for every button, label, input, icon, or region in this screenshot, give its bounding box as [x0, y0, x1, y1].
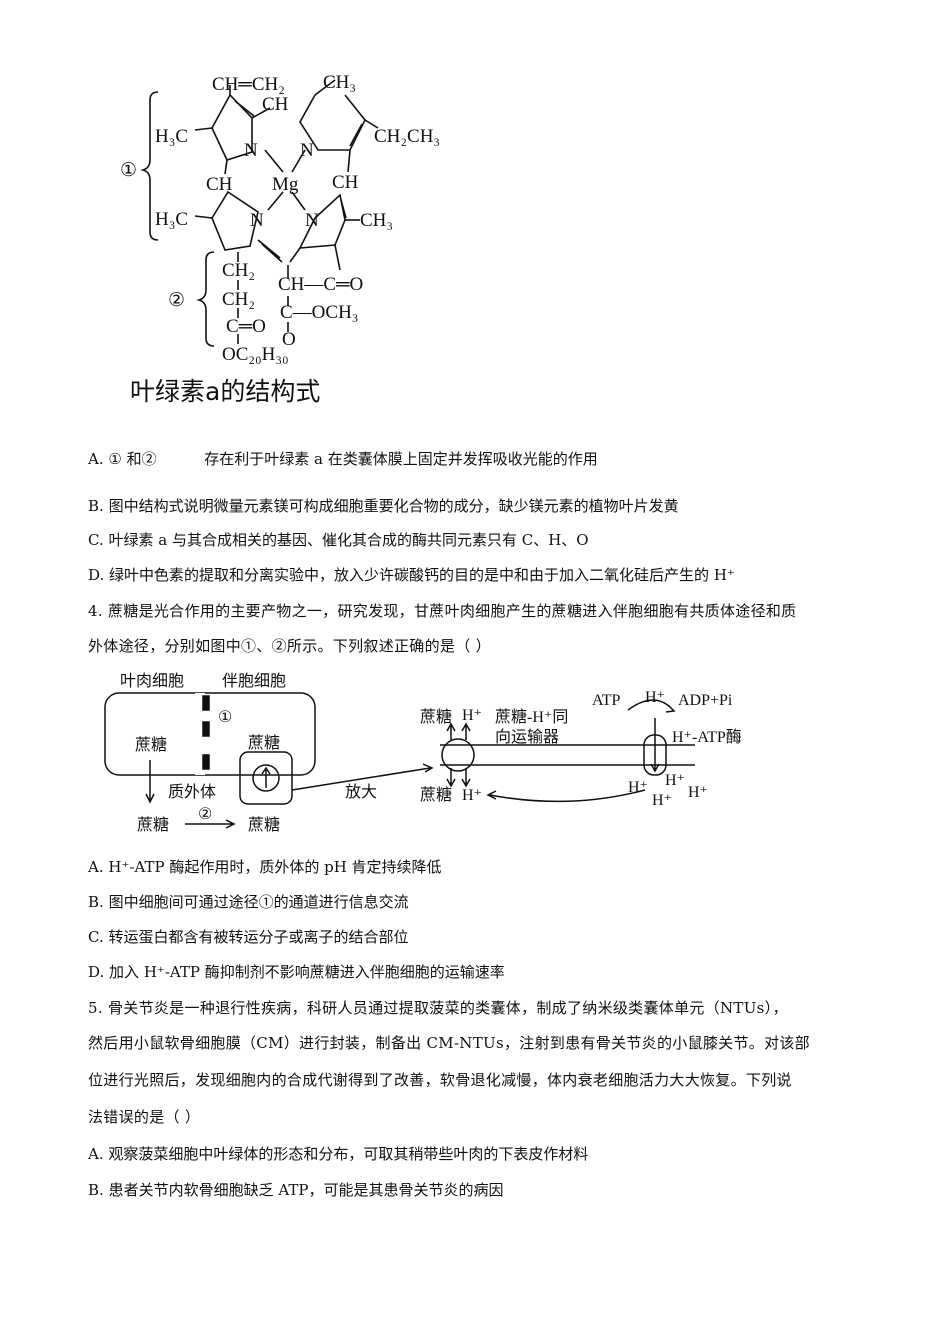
- proton-label: H⁺: [462, 707, 482, 724]
- question-5-stem: 然后用小鼠软骨细胞膜（CM）进行封装，制备出 CM-NTUs，注射到患有骨关节炎…: [88, 1034, 810, 1052]
- option-b: B. 图中细胞间可通过途径①的通道进行信息交流: [88, 893, 409, 911]
- option-d: D. 绿叶中色素的提取和分离实验中，放入少许碳酸钙的目的是中和由于加入二氧化硅后…: [88, 566, 735, 584]
- magnify-label: 放大: [345, 783, 377, 801]
- option-d: D. 加入 H⁺-ATP 酶抑制剂不影响蔗糖进入伴胞细胞的运输速率: [88, 963, 505, 981]
- ethyl-label: CH₂CH₃: [374, 126, 440, 147]
- nitrogen-label: N: [305, 210, 319, 231]
- option-a: A. H⁺-ATP 酶起作用时，质外体的 pH 肯定持续降低: [88, 858, 442, 876]
- question-4-stem: 4. 蔗糖是光合作用的主要产物之一，研究发现，甘蔗叶肉细胞产生的蔗糖进入伴胞细胞…: [88, 602, 797, 620]
- proton-label: H⁺: [462, 787, 482, 804]
- sucrose-label: 蔗糖: [137, 816, 169, 834]
- methine-label: CH: [262, 94, 289, 115]
- symporter-label: 向运输器: [495, 728, 559, 746]
- methine-label: CH: [332, 172, 359, 193]
- question-5-stem: 法错误的是（ ）: [88, 1108, 201, 1126]
- option-c: C. 转运蛋白都含有被转运分子或离子的结合部位: [88, 928, 409, 946]
- nitrogen-label: N: [300, 140, 314, 161]
- methylene-label: CH₂: [222, 260, 255, 281]
- methyl-label: CH₃: [360, 210, 393, 231]
- magnesium-label: Mg: [272, 174, 299, 195]
- option-b: B. 患者关节内软骨细胞缺乏 ATP，可能是其患骨关节炎的病因: [88, 1181, 504, 1199]
- question-5-stem: 5. 骨关节炎是一种退行性疾病，科研人员通过提取菠菜的类囊体，制成了纳米级类囊体…: [88, 999, 788, 1017]
- proton-label: H⁺: [665, 772, 685, 789]
- mesophyll-cell-label: 叶肉细胞: [120, 672, 184, 690]
- sucrose-label: 蔗糖: [248, 816, 280, 834]
- methyl-label: CH₃: [323, 72, 356, 93]
- proton-label: H⁺: [645, 689, 665, 706]
- proton-label: H⁺: [628, 779, 648, 796]
- ketone-label: CH—C═O: [278, 274, 363, 295]
- question-4-stem: 外体途径，分别如图中①、②所示。下列叙述正确的是（ ）: [88, 637, 491, 655]
- nitrogen-label: N: [250, 210, 264, 231]
- pathway-2-marker: ②: [198, 806, 212, 823]
- proton-label: H⁺: [688, 784, 708, 801]
- sucrose-transport-figure: 叶肉细胞 伴胞细胞 ① 蔗糖 蔗糖 质外体 蔗糖 ② 蔗糖 放大 蔗糖 H⁺ 蔗…: [104, 672, 742, 834]
- sucrose-label: 蔗糖: [135, 736, 167, 754]
- h-atpase-label: H⁺-ATP酶: [672, 728, 742, 746]
- vinyl-group-label: CH═CH₂: [212, 74, 285, 95]
- atp-label: ATP: [592, 692, 621, 709]
- methylene-label: CH₂: [222, 289, 255, 310]
- carbonyl-label: C═O: [226, 316, 266, 337]
- region-2-marker: ②: [168, 290, 185, 311]
- option-c: C. 叶绿素 a 与其合成相关的基因、催化其合成的酶共同元素只有 C、H、O: [88, 531, 589, 549]
- sucrose-label: 蔗糖: [248, 734, 280, 752]
- methine-label: CH: [206, 174, 233, 195]
- figure-caption: 叶绿素a的结构式: [130, 377, 321, 406]
- question-5-stem: 位进行光照后，发现细胞内的合成代谢得到了改善，软骨退化减慢，体内衰老细胞活力大大…: [88, 1071, 792, 1089]
- region-1-marker: ①: [120, 160, 137, 181]
- methyl-ester-label: C—OCH₃: [280, 302, 358, 323]
- option-a: A. ① 和② 存在利于叶绿素 a 在类囊体膜上固定并发挥吸收光能的作用: [88, 450, 598, 468]
- apoplast-label: 质外体: [168, 783, 216, 801]
- proton-label: H⁺: [652, 792, 672, 809]
- pathway-1-marker: ①: [218, 709, 232, 726]
- phytol-ester-label: OC₂₀H₃₀: [222, 344, 289, 365]
- sucrose-label: 蔗糖: [420, 708, 452, 726]
- symporter-label: 蔗糖-H⁺同: [495, 708, 568, 726]
- companion-cell-label: 伴胞细胞: [222, 672, 286, 690]
- adp-pi-label: ADP+Pi: [678, 692, 733, 709]
- nitrogen-label: N: [244, 140, 258, 161]
- chlorophyll-a-structure-figure: CH═CH₂ CH₃ H₃C CH CH₂CH₃ N N CH Mg CH H₃…: [120, 72, 440, 365]
- option-b: B. 图中结构式说明微量元素镁可构成细胞重要化合物的成分，缺少镁元素的植物叶片发…: [88, 497, 679, 515]
- methyl-label: H₃C: [155, 209, 188, 230]
- oxygen-label: O: [282, 329, 296, 350]
- methyl-label: H₃C: [155, 126, 188, 147]
- sucrose-label: 蔗糖: [420, 786, 452, 804]
- option-a: A. 观察菠菜细胞中叶绿体的形态和分布，可取其稍带些叶肉的下表皮作材料: [88, 1145, 589, 1163]
